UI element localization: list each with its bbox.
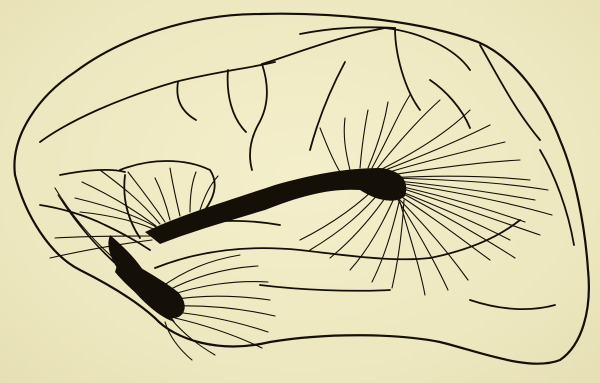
fiber-fan-right bbox=[300, 95, 552, 295]
